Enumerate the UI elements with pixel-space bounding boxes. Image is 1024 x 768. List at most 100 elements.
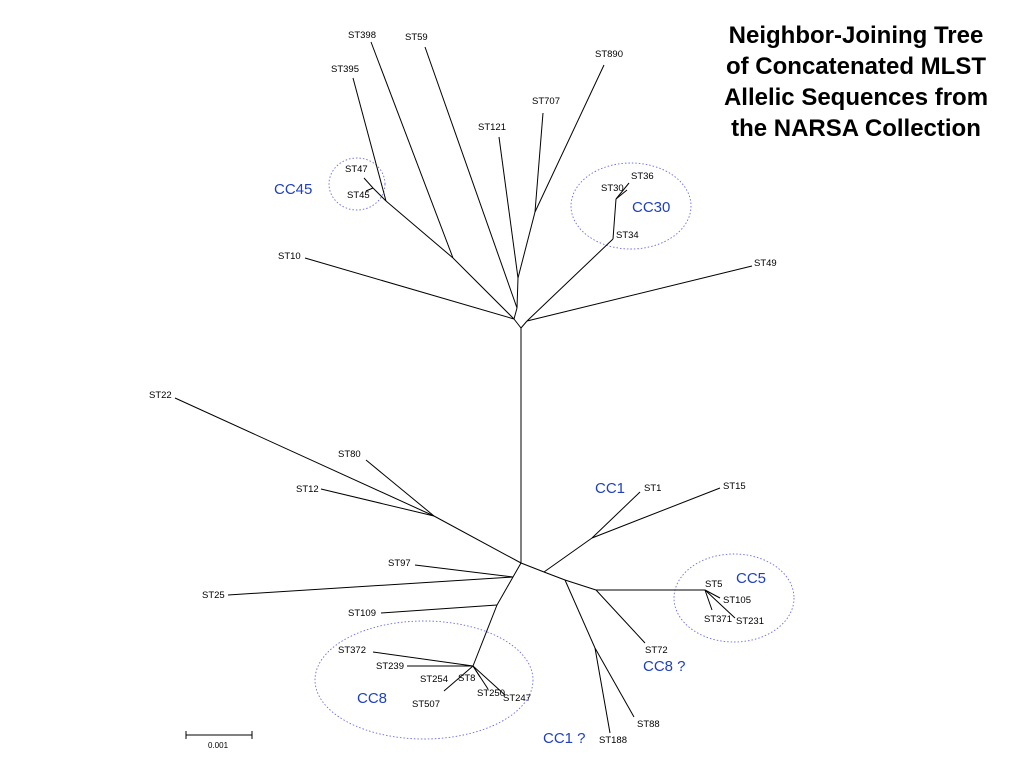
branch-st59 [424, 46, 518, 309]
branch [520, 320, 528, 329]
branch [372, 187, 387, 202]
branch-st15 [591, 487, 721, 539]
tip-label-st109: ST109 [348, 608, 376, 619]
tip-labels: ST398 ST59 ST890 ST395 ST707 ST121 ST47 … [149, 30, 777, 746]
branch-st890 [534, 64, 605, 213]
tip-label-st59: ST59 [405, 32, 428, 43]
branch-st10 [304, 257, 515, 320]
cc8-outline [314, 620, 534, 740]
branch-st507 [443, 665, 474, 692]
tip-label-st507: ST507 [412, 699, 440, 710]
tree-branches [174, 41, 753, 734]
tip-label-st254: ST254 [420, 674, 448, 685]
branch-st25 [227, 576, 514, 596]
branch [513, 307, 518, 320]
branch [612, 198, 617, 240]
tip-label-st371: ST371 [704, 614, 732, 625]
branch-st109 [380, 604, 498, 614]
tip-label-st247: ST247 [503, 693, 531, 704]
cluster-labels: CC45 CC30 CC1 CC5 CC8 ? CC8 CC1 ? [274, 181, 766, 747]
branch-st105 [704, 589, 721, 599]
tip-label-st231: ST231 [736, 616, 764, 627]
branch-st188 [594, 647, 611, 734]
branch-st12 [320, 488, 435, 517]
branch [433, 515, 522, 564]
tip-label-st121: ST121 [478, 122, 506, 133]
tip-label-st707: ST707 [532, 96, 560, 107]
branch [472, 604, 498, 667]
branch-st22 [174, 397, 435, 517]
tip-label-st30: ST30 [601, 183, 624, 194]
branch-st372 [372, 651, 474, 667]
tip-label-st188: ST188 [599, 735, 627, 746]
branch [564, 579, 597, 591]
branch [512, 562, 522, 578]
branch-st45 [365, 187, 374, 192]
branch-st395 [352, 77, 387, 202]
branch [452, 257, 515, 320]
tip-label-st88: ST88 [637, 719, 660, 730]
tip-label-st395: ST395 [331, 64, 359, 75]
branch [564, 579, 596, 649]
tip-label-st5: ST5 [705, 579, 722, 590]
tip-label-st372: ST372 [338, 645, 366, 656]
tip-label-st890: ST890 [595, 49, 623, 60]
tip-label-st36: ST36 [631, 171, 654, 182]
tip-label-st239: ST239 [376, 661, 404, 672]
cluster-label-cc8-uncertain: CC8 ? [643, 658, 686, 675]
tip-label-st47: ST47 [345, 164, 368, 175]
title-line-2: of Concatenated MLST [725, 53, 986, 80]
branch [517, 211, 536, 279]
cluster-label-cc5: CC5 [736, 570, 766, 587]
tip-label-st10: ST10 [278, 251, 301, 262]
tip-label-st22: ST22 [149, 390, 172, 401]
branch-st231 [704, 589, 736, 619]
branch-st398 [370, 41, 454, 259]
branch [526, 238, 614, 322]
branch-st121 [498, 136, 519, 279]
title-line-1: Neighbor-Joining Tree [728, 22, 984, 49]
branch-st88 [594, 647, 635, 718]
branch-st36 [615, 182, 630, 200]
branch [543, 537, 593, 573]
cluster-label-cc45: CC45 [274, 181, 312, 198]
tip-label-st8: ST8 [458, 673, 475, 684]
tip-label-st25: ST25 [202, 590, 225, 601]
branch-st371 [704, 589, 713, 611]
branch [496, 576, 514, 606]
cluster-label-cc1-uncertain: CC1 ? [543, 730, 586, 747]
branch-st80 [365, 459, 435, 517]
cc30-outline [570, 162, 692, 250]
cc5-outline [673, 553, 795, 643]
tip-label-st15: ST15 [723, 481, 746, 492]
branch [520, 562, 545, 573]
title-line-3: Allelic Sequences from [723, 84, 989, 111]
cluster-label-cc8: CC8 [357, 690, 387, 707]
branch [516, 277, 519, 309]
figure-title: Neighbor-Joining Tree of Concatenated ML… [700, 20, 1012, 144]
scale-bar: 0.001 [185, 731, 253, 750]
branch-st72 [595, 589, 646, 644]
tip-label-st72: ST72 [645, 645, 668, 656]
branch-st1 [591, 491, 641, 539]
branch [513, 318, 522, 329]
tip-label-st12: ST12 [296, 484, 319, 495]
cc45-outline [328, 157, 386, 211]
branch-st47 [363, 177, 374, 189]
tip-label-st1: ST1 [644, 483, 661, 494]
tip-label-st45: ST45 [347, 190, 370, 201]
cluster-label-cc30: CC30 [632, 199, 670, 216]
tip-label-st105: ST105 [723, 595, 751, 606]
branch-st707 [534, 112, 544, 213]
tip-label-st398: ST398 [348, 30, 376, 41]
tip-label-st250: ST250 [477, 688, 505, 699]
scale-bar-label: 0.001 [208, 741, 229, 750]
branch-st97 [414, 564, 514, 578]
tip-label-st97: ST97 [388, 558, 411, 569]
cluster-label-cc1: CC1 [595, 480, 625, 497]
tip-label-st34: ST34 [616, 230, 639, 241]
tip-label-st80: ST80 [338, 449, 361, 460]
branch-st30 [615, 189, 628, 200]
tip-label-st49: ST49 [754, 258, 777, 269]
